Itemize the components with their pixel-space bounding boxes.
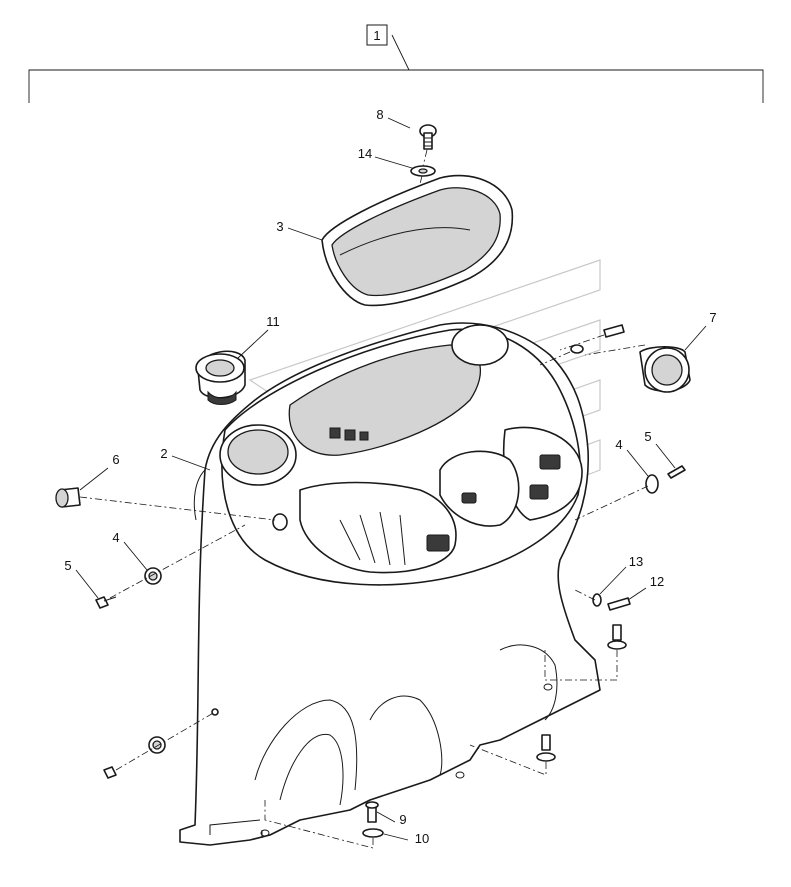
part-5-screw-left — [95, 596, 117, 609]
callout-12: 12 — [650, 574, 664, 589]
callout-8: 8 — [376, 107, 383, 122]
reference-box — [366, 24, 388, 46]
part-13-washer — [592, 593, 602, 607]
part-11-knob — [195, 350, 246, 405]
callout-3: 3 — [276, 219, 283, 234]
callout-2: 2 — [160, 446, 167, 461]
part-3-tray — [321, 174, 514, 307]
callout-11: 11 — [266, 314, 280, 329]
top-right-screw — [559, 324, 625, 351]
part-7-socket — [639, 345, 691, 393]
callout-5-right: 5 — [644, 429, 651, 444]
callout-4-right: 4 — [615, 437, 622, 452]
callout-9: 9 — [399, 812, 406, 827]
part-12-screw — [607, 597, 631, 611]
part-8-screw — [419, 124, 437, 150]
part-6-plug — [55, 487, 276, 521]
reference-box-label: 1 — [373, 28, 380, 43]
callout-5-left: 5 — [64, 558, 71, 573]
lower-left-fastener — [103, 708, 219, 779]
part-10-washer — [264, 800, 384, 849]
part-4-grommet-left — [144, 567, 162, 585]
part-7-oring — [570, 344, 584, 354]
callout-4-left: 4 — [112, 530, 119, 545]
part-9-screw — [365, 801, 379, 823]
part-14-washer — [410, 165, 436, 177]
part-5-screw-right — [667, 465, 686, 479]
callouts: 8 14 3 11 7 2 6 4 5 4 5 13 12 9 10 — [64, 107, 716, 846]
right-floor-fasteners — [469, 624, 627, 776]
callout-10: 10 — [415, 831, 429, 846]
callout-14: 14 — [358, 146, 372, 161]
callout-13: 13 — [629, 554, 643, 569]
callout-7: 7 — [709, 310, 716, 325]
part-4-washer-right — [645, 474, 659, 494]
assembly-bracket: 1 — [28, 24, 764, 103]
part-2-console-housing — [179, 322, 601, 846]
callout-6: 6 — [112, 452, 119, 467]
